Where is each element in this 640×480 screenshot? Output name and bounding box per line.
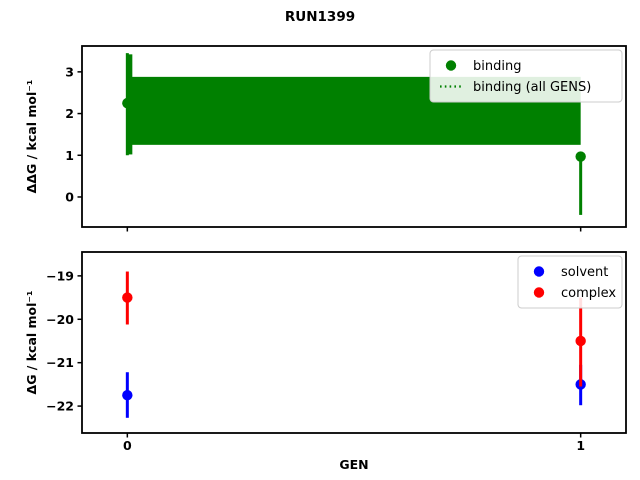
legend-box-top_panel (429, 49, 623, 103)
legend-box-bottom_panel (517, 255, 623, 309)
ytick-label-bottom-0: −19 (46, 268, 74, 283)
datapoint-solvent-0[interactable] (122, 390, 133, 401)
legend-marker-dot-0 (533, 266, 545, 277)
axes-frame-bottom (81, 251, 627, 434)
datapoint-complex-0[interactable] (122, 292, 133, 303)
all-gens-spike (127, 54, 133, 155)
series-solvent (122, 364, 586, 418)
legend-label-top_panel-0: binding (473, 59, 521, 74)
ytick-label-bottom-2: −21 (46, 355, 74, 370)
legend-label-bottom_panel-1: complex (561, 286, 616, 301)
xlabel-bottom: GEN (339, 457, 368, 472)
legend-marker-dot-0 (445, 60, 457, 71)
ylabel-bottom: ΔG / kcal mol⁻¹ (24, 291, 39, 395)
xtick-label-bottom-0: 0 (123, 438, 132, 453)
legend-label-top_panel-1: binding (all GENS) (473, 80, 591, 95)
datapoint-complex-1[interactable] (575, 335, 586, 347)
xtick-label-bottom-1: 1 (576, 438, 585, 453)
ytick-label-bottom-1: −20 (46, 312, 74, 327)
figure-title: RUN1399 (285, 9, 355, 25)
legend-bottom_panel: solvent complex (517, 255, 623, 309)
ytick-label-top-1: 1 (65, 148, 74, 163)
datapoint-binding-1[interactable] (575, 151, 586, 162)
ylabel-top: ΔΔG / kcal mol⁻¹ (24, 80, 39, 194)
ytick-label-top-0: 0 (65, 189, 74, 204)
ytick-label-top-2: 2 (65, 106, 74, 121)
axes-frame-top (81, 45, 627, 228)
series-complex (122, 271, 586, 387)
ytick-label-bottom-3: −22 (46, 399, 74, 414)
data-layer-bottom (122, 271, 586, 418)
legend-label-bottom_panel-0: solvent (561, 265, 608, 280)
legend-marker-dot-1 (533, 287, 545, 298)
axes-bottom: −19 −20 −21 −22 0 1 ΔG / kcal mol⁻¹ GEN (24, 251, 627, 472)
ytick-label-top-3: 3 (65, 64, 74, 79)
legend-top_panel: binding binding (all GENS) (429, 49, 623, 103)
